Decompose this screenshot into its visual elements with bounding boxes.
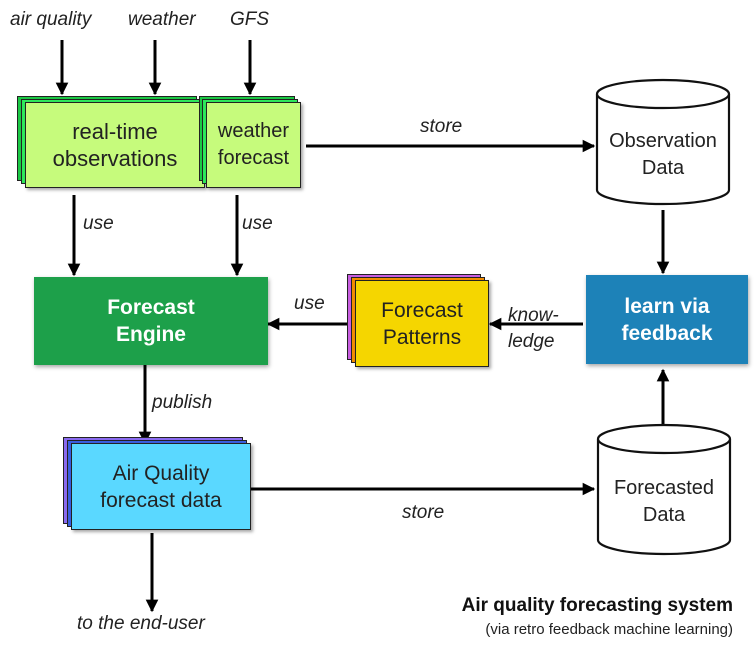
forecast-patterns-box: Forecast Patterns xyxy=(355,280,489,367)
weather-forecast-box: weather forecast xyxy=(206,102,301,188)
diagram-title: Air quality forecasting system xyxy=(461,595,733,616)
input-weather-label: weather xyxy=(128,9,196,30)
input-gfs-label: GFS xyxy=(230,9,270,30)
learn-via-feedback-box: learn via feedback xyxy=(586,275,748,364)
store-forecast-label: store xyxy=(402,502,445,523)
store-observation-label: store xyxy=(420,116,463,137)
realtime-observations-box: real-time observations xyxy=(25,102,205,188)
forecasted-data-cylinder xyxy=(596,423,732,556)
forecast-engine-label: Forecast Engine xyxy=(107,296,195,346)
use-patterns-label: use xyxy=(294,293,325,314)
observation-data-label: Observation Data xyxy=(609,130,717,179)
to-end-user-label: to the end-user xyxy=(77,613,205,634)
learn-via-feedback-label: learn via feedback xyxy=(621,294,713,345)
use-observations-label: use xyxy=(83,213,114,234)
air-quality-forecast-data-box: Air Quality forecast data xyxy=(71,443,251,530)
observation-data-cylinder xyxy=(595,78,731,206)
use-weather-forecast-label: use xyxy=(242,213,273,234)
air-quality-forecast-data-node: Air Quality forecast data xyxy=(63,437,252,531)
weather-forecast-label: weather forecast xyxy=(217,120,290,169)
input-air-quality-label: air quality xyxy=(10,9,92,30)
realtime-observations-label: real-time observations xyxy=(52,119,178,171)
publish-label: publish xyxy=(152,392,213,413)
forecast-patterns-node: Forecast Patterns xyxy=(347,274,489,367)
forecast-patterns-label: Forecast Patterns xyxy=(381,298,463,349)
diagram-subtitle: (via retro feedback machine learning) xyxy=(485,621,733,638)
air-quality-forecast-data-label: Air Quality forecast data xyxy=(100,461,222,512)
weather-forecast-node: weather forecast xyxy=(199,96,302,189)
knowledge-label: know- ledge xyxy=(508,305,559,352)
forecasted-data-label: Forecasted Data xyxy=(613,477,715,526)
realtime-observations-node: real-time observations xyxy=(17,96,205,189)
forecast-engine-box: Forecast Engine xyxy=(34,277,268,365)
